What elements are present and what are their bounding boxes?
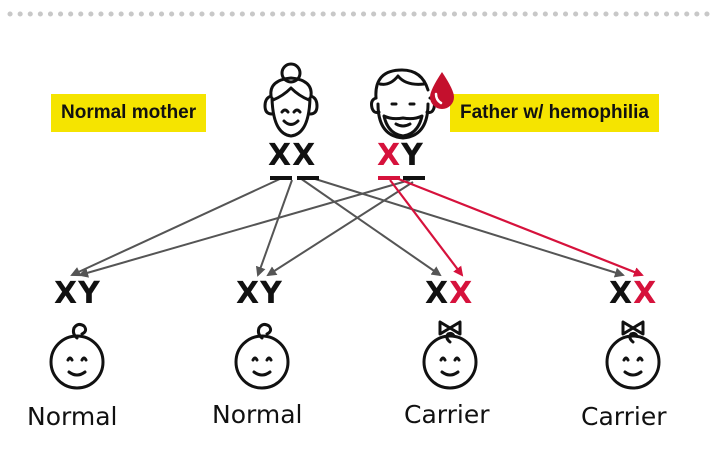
mother-genotype: XX	[268, 138, 316, 173]
baby-boy-face-icon	[234, 322, 290, 390]
child2-allele-2: Y	[260, 276, 283, 311]
father-allele-y: Y	[401, 138, 424, 173]
child4-caption: Carrier	[581, 402, 667, 431]
father-label: Father w/ hemophilia	[450, 94, 659, 132]
arrow-mother-to-child1	[70, 177, 283, 277]
child4-allele-2: X	[633, 276, 658, 311]
grandmother-face-icon	[263, 62, 319, 138]
arrow-father-y-to-child2	[266, 181, 414, 277]
father-allele-x-underline	[378, 176, 400, 180]
mother-allele-2: X	[292, 138, 317, 173]
father-allele-x: X	[377, 138, 402, 173]
child1-caption: Normal	[27, 402, 118, 431]
mother-allele-2-underline	[297, 176, 319, 180]
father-allele-y-underline	[403, 176, 425, 180]
child3-genotype: XX	[425, 276, 473, 311]
arrow-mother-to-child3	[299, 177, 442, 277]
mother-label: Normal mother	[51, 94, 207, 132]
baby-girl-face-icon	[605, 320, 661, 390]
child3-allele-2: X	[449, 276, 474, 311]
child2-allele-1: X	[236, 276, 261, 311]
mother-allele-1-underline	[270, 176, 292, 180]
child2-genotype: XY	[236, 276, 283, 311]
mother-allele-1: X	[268, 138, 293, 173]
child1-allele-2: Y	[78, 276, 101, 311]
arrow-mother-to-child4	[311, 177, 625, 278]
child3-caption: Carrier	[404, 400, 490, 429]
arrow-father-x-to-child3	[389, 179, 464, 277]
child3-allele-1: X	[425, 276, 450, 311]
baby-girl-face-icon	[422, 320, 478, 390]
arrow-father-y-to-child1	[78, 179, 411, 278]
child2-caption: Normal	[212, 400, 303, 429]
child1-allele-1: X	[54, 276, 79, 311]
baby-boy-face-icon	[49, 322, 105, 390]
arrow-father-x-to-child4	[395, 176, 644, 277]
father-genotype: XY	[377, 138, 424, 173]
blood-drop-icon	[430, 72, 454, 109]
child4-genotype: XX	[609, 276, 657, 311]
child1-genotype: XY	[54, 276, 101, 311]
child4-allele-1: X	[609, 276, 634, 311]
arrow-mother-to-child2	[255, 179, 293, 277]
